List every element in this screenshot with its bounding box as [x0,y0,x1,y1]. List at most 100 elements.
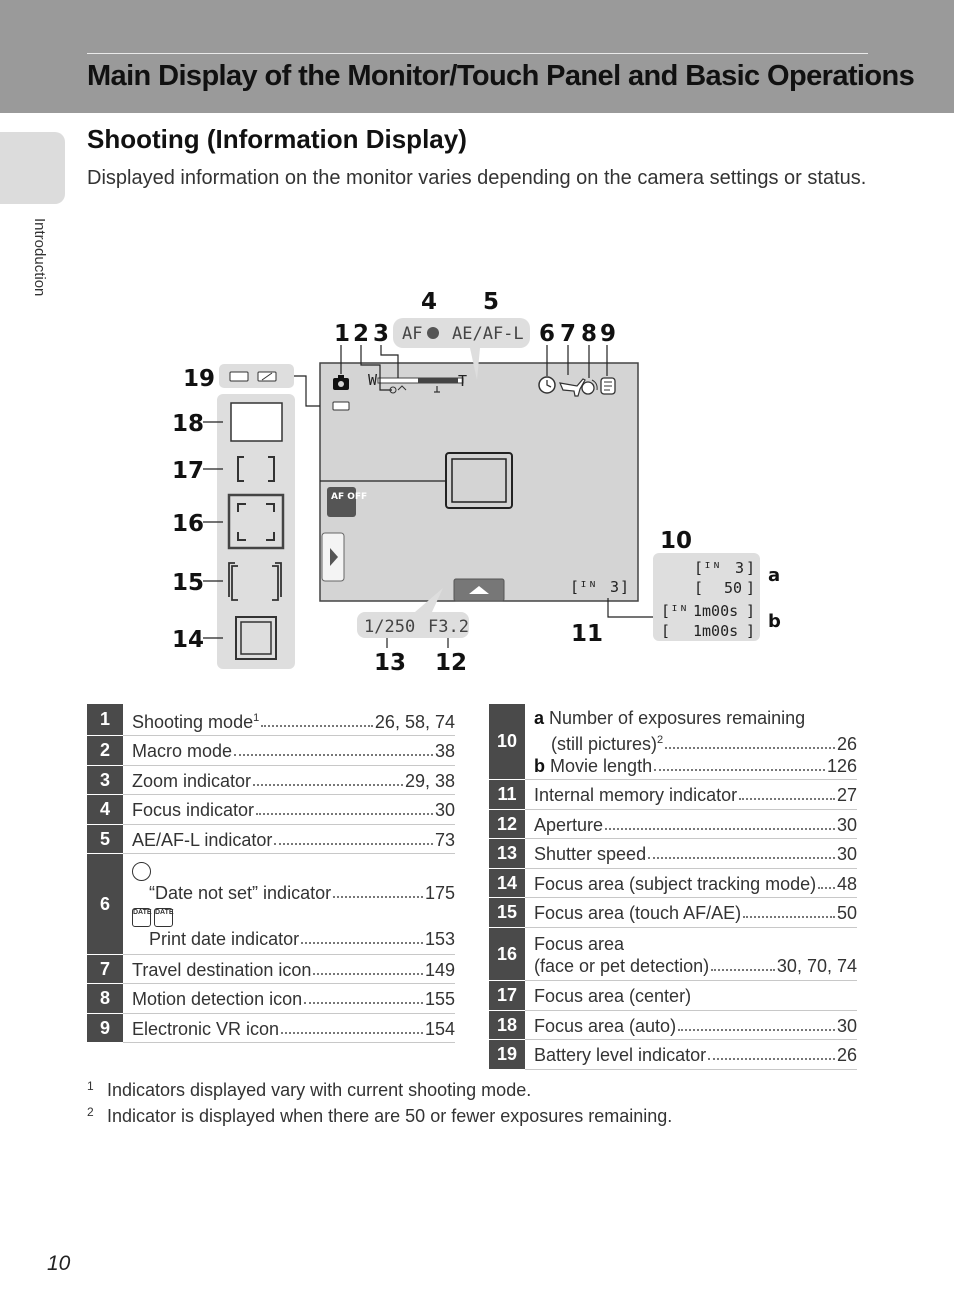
callout-6: 6 [539,321,555,347]
left-leaders [203,421,223,639]
battery-half-icon [257,371,277,382]
date-counter-icon: DATE [154,908,174,928]
legend-row-10: 10 a Number of exposures remaining (stil… [489,704,857,780]
callout-14: 14 [172,627,204,653]
exp-a-1: 3 [735,559,744,577]
monitor-screen [319,362,639,602]
page-number: 10 [47,1252,71,1275]
focus-dot-icon [427,327,439,339]
clock-icon [538,376,556,394]
monitor-diagram: AF AE/AF-L W T 1 2 3 4 5 6 7 8 9 AF OFF [172,289,781,676]
zoom-marker-icon [434,386,440,393]
sublabel-b: b [768,611,781,632]
af-off-icon [327,487,356,517]
callout-12: 12 [435,650,467,676]
af-readout: AF [402,324,422,344]
clock-icon [132,862,151,882]
header-rule [87,53,868,54]
exposure-box [357,612,469,638]
legend-row-16: 16 Focus area (face or pet detection)30,… [489,927,857,981]
focus-strip [393,318,530,348]
exp-a-2: 50 [724,579,742,597]
movie-b-1: 1m00s [693,602,738,620]
callout-5: 5 [483,289,499,315]
callout-17: 17 [172,458,204,484]
callout-15: 15 [172,570,204,596]
svg-text:[ᴵᴺ: [ᴵᴺ [694,559,721,577]
svg-text:]: ] [620,578,629,596]
battery-icon [332,401,350,411]
intro-text: Displayed information on the monitor var… [87,167,867,189]
callout-4: 4 [421,289,437,315]
play-arrow-icon [330,548,338,566]
callout-16: 16 [172,511,204,537]
movie-b-2: 1m00s [693,622,738,640]
focus-area-tracking [235,616,277,660]
shutter-readout: 1/250 [364,617,415,637]
vr-hand-icon [600,377,616,395]
callout-3: 3 [373,321,389,347]
memory-icon: [ᴵᴺ [570,578,597,596]
svg-text:]: ] [746,579,755,597]
zoom-t-label: T [458,372,467,390]
callout-19: 19 [183,366,215,392]
page-title: Main Display of the Monitor/Touch Panel … [87,60,915,92]
callout-1: 1 [334,321,350,347]
callout-13: 13 [374,650,406,676]
focus-area-auto [230,402,283,442]
focus-area-center [237,456,275,482]
leader-11 [607,598,653,618]
legend-right: 10 a Number of exposures remaining (stil… [489,704,857,1070]
camera-icon [333,375,349,390]
battery-full-icon [229,371,249,382]
top-leaders [340,345,608,391]
aperture-readout: F3.2 [428,617,469,637]
callout-10: 10 [660,528,692,554]
battery-panel [219,364,294,388]
focus-area-face [227,493,285,550]
leader-19 [294,375,320,407]
up-arrow-icon [469,586,489,594]
side-tab [0,132,65,204]
callout-11: 11 [571,621,603,647]
focus-area-touch [228,562,282,601]
focus-strip-pointer [470,348,480,380]
svg-text:[ᴵᴺ: [ᴵᴺ [661,602,688,620]
airplane-icon [559,378,586,397]
zoom-bar-fill [418,378,458,383]
af-off-label: AF OFF [331,492,367,502]
svg-text:]: ] [746,559,755,577]
callout-2: 2 [353,321,369,347]
ae-afl-readout: AE/AF-L [452,324,524,344]
date-imprint-icon: DATE [132,908,152,928]
svg-text:]: ] [746,602,755,620]
zoom-w-label: W [368,371,378,389]
section-title: Shooting (Information Display) [87,124,467,154]
callout-9: 9 [600,321,616,347]
callout-7: 7 [560,321,576,347]
exposure-panel [653,553,760,641]
svg-text:[: [ [694,579,703,597]
svg-text:[: [ [661,622,670,640]
header-band [0,0,954,113]
screen-exposures: 3 [610,578,619,596]
svg-text:]: ] [746,622,755,640]
callout-18: 18 [172,411,204,437]
